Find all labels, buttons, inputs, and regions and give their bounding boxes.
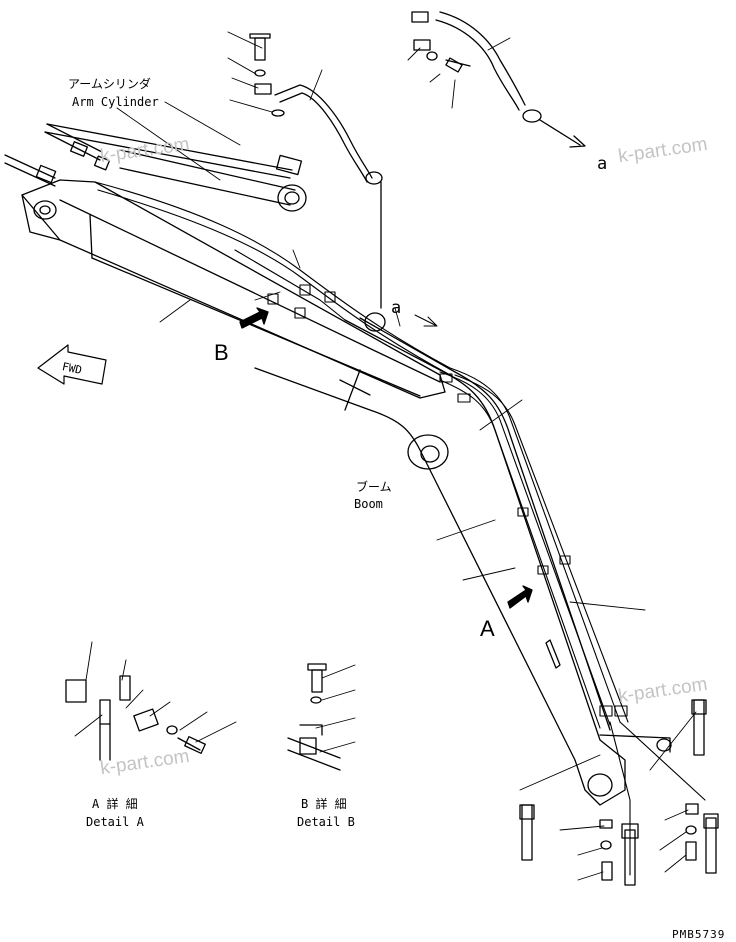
detail-b-label-jp: B 詳 細 (301, 797, 347, 811)
arm-cylinder-label-en: Arm Cylinder (72, 95, 159, 109)
ref-a-mid: a (391, 298, 402, 318)
boom-label-en: Boom (354, 497, 383, 511)
detail-a-parts (65, 675, 206, 761)
callout-a: A (480, 616, 495, 641)
drawing-number: PMB5739 (672, 928, 726, 941)
top-hose-a (249, 33, 383, 309)
detail-b-label-en: Detail B (297, 815, 355, 829)
arm-tip-hoses (4, 123, 111, 187)
arrow-b-callout (239, 307, 269, 329)
arrow-a-mid (414, 314, 438, 327)
arm-cylinder (44, 123, 307, 212)
fwd-arrow-icon (37, 344, 107, 385)
detail-a-label-en: Detail A (86, 815, 144, 829)
detail-a-label-jp: A 詳 細 (92, 797, 138, 811)
arm (21, 179, 446, 399)
ref-a-top: a (597, 154, 608, 174)
arrow-a-callout (507, 585, 533, 609)
top-hose-b (411, 11, 586, 148)
boom (254, 312, 672, 806)
arm-hoses (94, 181, 453, 377)
callout-b: B (214, 340, 229, 365)
arm-cylinder-label-jp: アームシリンダ (68, 77, 151, 91)
detail-b-parts (287, 663, 341, 771)
leader-lines (74, 31, 697, 881)
boom-base-parts (519, 699, 719, 886)
boom-label-jp: ブーム (356, 480, 392, 494)
boom-hoses (439, 367, 706, 876)
